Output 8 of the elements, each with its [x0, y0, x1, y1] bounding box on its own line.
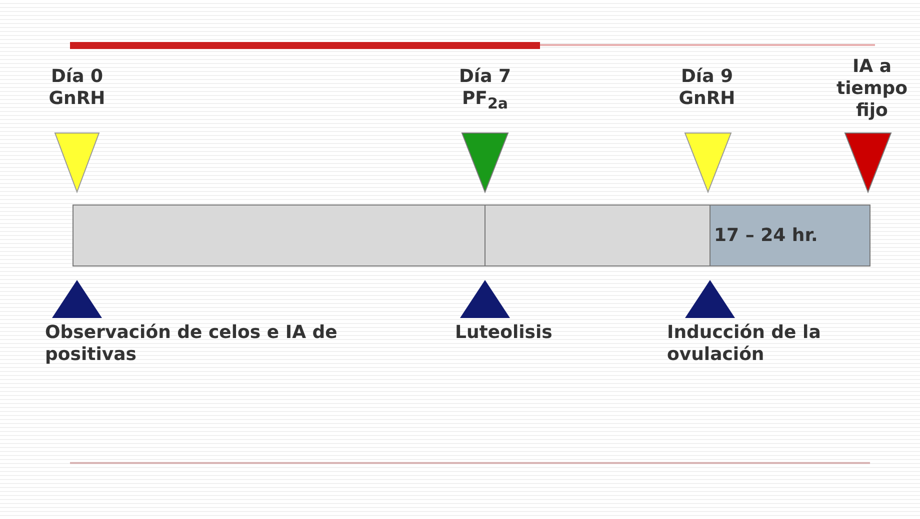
day-label: Día 0 GnRH — [48, 66, 106, 110]
event-label: Inducción de la ovulación — [667, 322, 822, 366]
insemination-label: IA a tiempo fijo — [836, 56, 908, 122]
event-label: Observación de celos e IA de positivas — [45, 322, 338, 366]
day-label: Día 7 PF$_{2a}$ — [458, 66, 512, 115]
day-label: Día 9 GnRH — [678, 66, 736, 110]
event-label: Luteolisis — [455, 322, 554, 344]
interval-label: 17 – 24 hr. — [714, 225, 819, 247]
